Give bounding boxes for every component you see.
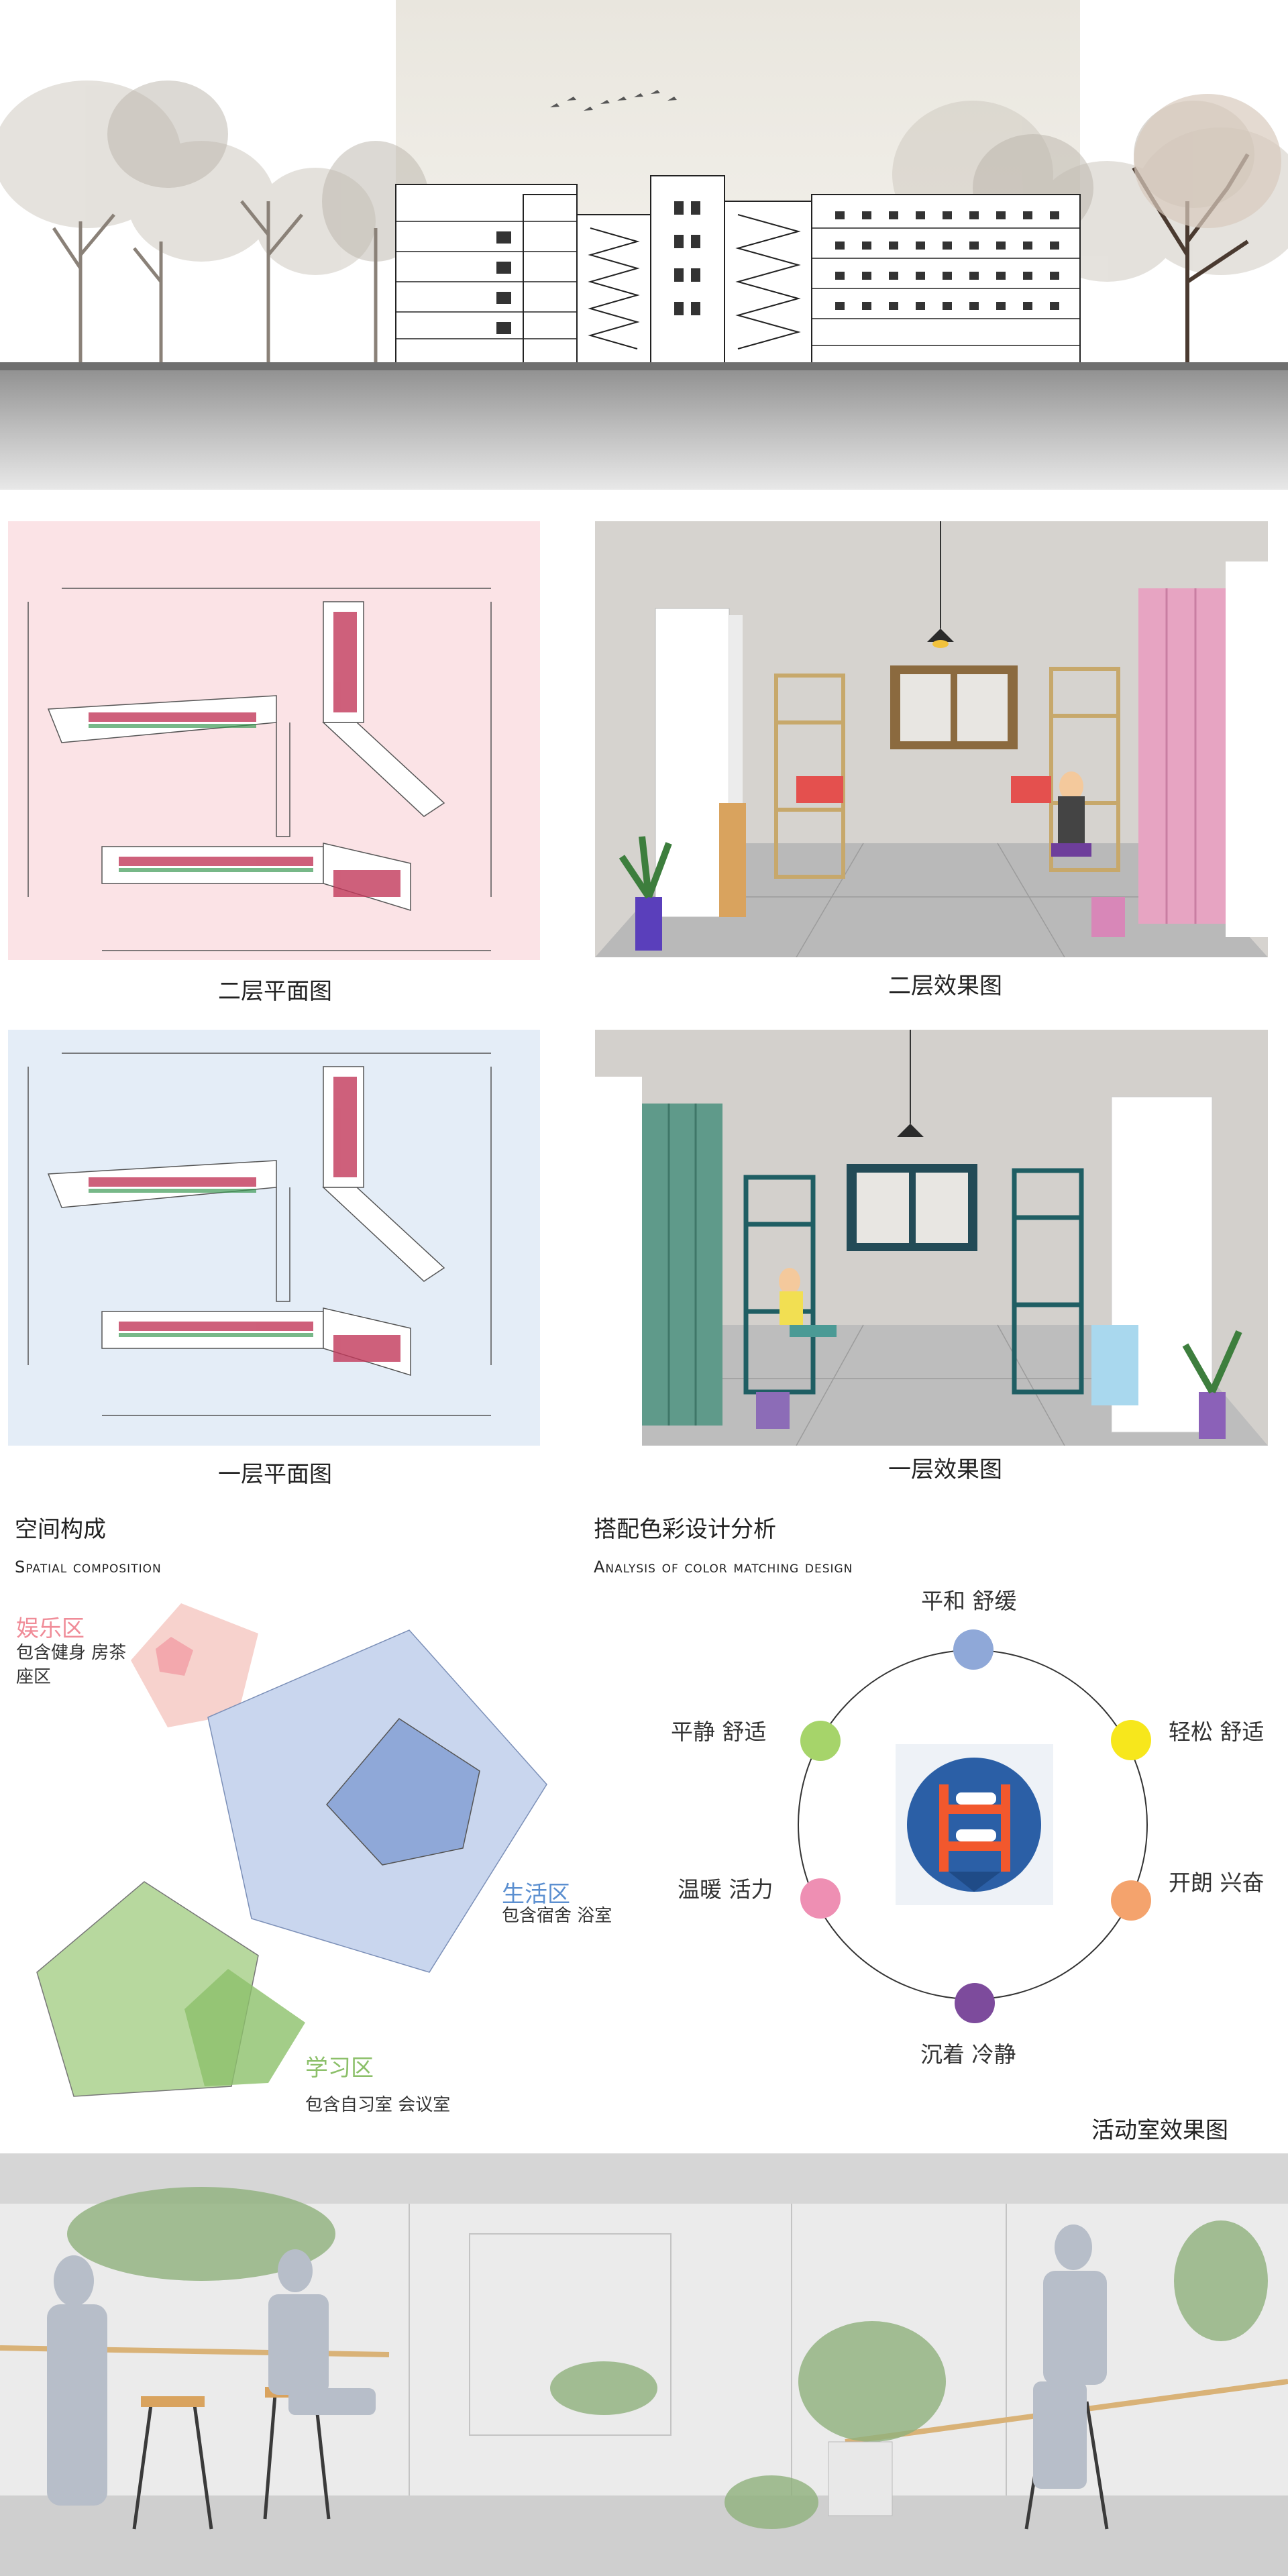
color-wheel-diagram <box>792 1637 1167 2012</box>
color-label-peaceful: 平静 舒适 <box>671 1719 767 1745</box>
floor1-render-caption: 一层效果图 <box>888 1456 1002 1483</box>
zone-study-desc: 包含自习室 会议室 <box>305 2095 451 2115</box>
color-dot-calm <box>953 1629 994 1670</box>
floor1-plan-drawing <box>8 1030 540 1446</box>
zone-living-title: 生活区 <box>502 1881 570 1908</box>
spatial-pentagon-diagram <box>0 1597 577 2133</box>
color-analysis-heading: 搭配色彩设计分析 <box>594 1516 776 1543</box>
color-dot-composed <box>955 1983 995 2023</box>
color-dot-peaceful <box>800 1721 841 1761</box>
floor2-plan-drawing <box>8 521 540 960</box>
color-label-warm: 温暖 活力 <box>678 1876 773 1902</box>
color-label-calm: 平和 舒缓 <box>921 1588 1017 1614</box>
color-dot-warm <box>800 1878 841 1919</box>
building-elevation-illustration <box>0 0 1288 490</box>
color-dot-cheerful <box>1111 1880 1151 1921</box>
activity-room-render <box>0 2153 1288 2576</box>
floor2-dorm-render <box>595 521 1268 957</box>
color-label-cheerful: 开朗 兴奋 <box>1169 1870 1265 1896</box>
floor1-plan-caption: 一层平面图 <box>218 1461 332 1488</box>
floor1-dorm-render <box>595 1030 1268 1446</box>
color-dot-relaxed <box>1111 1720 1151 1760</box>
zone-entertainment-desc: 包含健身 房茶座区 <box>16 1643 127 1687</box>
color-label-relaxed: 轻松 舒适 <box>1169 1719 1265 1745</box>
zone-living-desc: 包含宿舍 浴室 <box>502 1906 612 1926</box>
color-analysis-subheading: Analysis of color matching design <box>594 1558 853 1576</box>
spatial-heading: 空间构成 <box>15 1516 106 1543</box>
floor2-plan-caption: 二层平面图 <box>218 978 332 1005</box>
zone-entertainment-title: 娱乐区 <box>16 1615 85 1642</box>
zone-study-title: 学习区 <box>305 2055 374 2082</box>
activity-render-caption: 活动室效果图 <box>1091 2117 1228 2144</box>
spatial-subheading: Spatial composition <box>15 1558 162 1576</box>
color-label-composed: 沉着 冷静 <box>920 2041 1016 2068</box>
floor2-render-caption: 二层效果图 <box>888 973 1002 1000</box>
